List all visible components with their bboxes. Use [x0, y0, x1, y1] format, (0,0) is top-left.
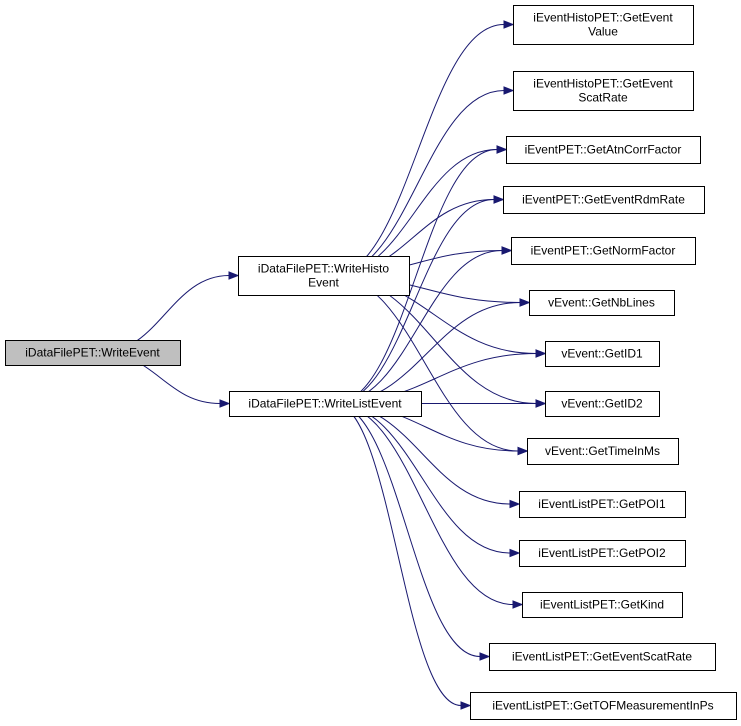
node-get-event-rdm-rate[interactable]: iEventPET::GetEventRdmRate [503, 186, 705, 214]
node-label-line: iEventListPET::GetTOFMeasurementInPs [492, 699, 713, 713]
node-label-line: iDataFilePET::WriteEvent [25, 346, 160, 360]
node-get-atn-corr-factor[interactable]: iEventPET::GetAtnCorrFactor [506, 136, 701, 164]
node-label-line: iEventListPET::GetPOI1 [538, 497, 666, 511]
node-box [5, 340, 181, 366]
node-box [545, 341, 660, 367]
edge-write-list-event-to-get-poi1 [334, 403, 521, 509]
edge-line [334, 403, 481, 657]
edge-write-list-event-to-get-poi2 [334, 403, 521, 558]
node-label-line: iEventListPET::GetEventScatRate [512, 650, 692, 664]
node-box [470, 692, 737, 720]
edge-write-list-event-to-get-atn-corr-factor [334, 145, 508, 404]
node-box [513, 5, 694, 45]
arrowhead [535, 349, 547, 358]
node-label-line: Value [588, 25, 618, 39]
node-box [238, 256, 410, 296]
node-box [506, 136, 701, 164]
edge-line [334, 149, 498, 404]
node-label-line: iEventHistoPET::GetEvent [533, 77, 673, 91]
node-label-line: vEvent::GetNbLines [548, 296, 655, 310]
node-box [489, 643, 716, 671]
node-label-line: iDataFilePET::WriteListEvent [248, 397, 402, 411]
arrowhead [503, 20, 515, 29]
edge-line [332, 24, 505, 276]
edge-line [334, 199, 495, 404]
node-write-list-event[interactable]: iDataFilePET::WriteListEvent [229, 391, 422, 417]
edge-line [334, 403, 514, 605]
edge-write-list-event-to-get-kind [334, 403, 524, 609]
arrowhead [219, 399, 231, 408]
node-box [511, 237, 696, 265]
edge-write-histo-event-to-histo-get-event-scat-rate [332, 86, 515, 276]
node-get-poi2[interactable]: iEventListPET::GetPOI2 [519, 540, 686, 567]
node-write-event[interactable]: iDataFilePET::WriteEvent [5, 340, 181, 366]
arrowhead [460, 701, 472, 710]
node-box [529, 290, 675, 316]
edge-write-histo-event-to-get-time-in-ms [332, 275, 529, 456]
node-get-time-in-ms[interactable]: vEvent::GetTimeInMs [527, 438, 679, 465]
arrowhead [512, 600, 524, 609]
node-box [513, 71, 694, 111]
node-box [522, 592, 683, 618]
node-box [503, 186, 705, 214]
node-get-tof-measurement-in-ps[interactable]: iEventListPET::GetTOFMeasurementInPs [470, 692, 737, 720]
arrowhead [496, 145, 508, 154]
node-get-kind[interactable]: iEventListPET::GetKind [522, 592, 683, 618]
arrowhead [509, 548, 521, 558]
node-label-line: vEvent::GetID2 [561, 397, 643, 411]
arrowhead [501, 246, 513, 255]
node-histo-get-event-scat-rate[interactable]: iEventHistoPET::GetEventScatRate [513, 71, 694, 111]
node-label-line: vEvent::GetTimeInMs [545, 444, 660, 458]
node-box [229, 391, 422, 417]
node-label-line: iEventPET::GetNormFactor [531, 244, 676, 258]
node-label-line: Event [308, 276, 339, 290]
node-box [519, 491, 686, 518]
node-get-id1[interactable]: vEvent::GetID1 [545, 341, 660, 367]
edge-write-list-event-to-get-tof-measurement-in-ps [334, 403, 472, 710]
node-box [519, 540, 686, 567]
nodes-layer: iDataFilePET::WriteEventiDataFilePET::Wr… [5, 5, 737, 720]
arrowhead [517, 446, 529, 456]
arrowhead [535, 399, 547, 408]
arrowhead [519, 298, 531, 307]
node-label-line: ScatRate [578, 91, 628, 105]
node-list-get-event-scat-rate[interactable]: iEventListPET::GetEventScatRate [489, 643, 716, 671]
node-box [545, 391, 660, 417]
node-get-poi1[interactable]: iEventListPET::GetPOI1 [519, 491, 686, 518]
node-label-line: vEvent::GetID1 [561, 347, 643, 361]
edge-line [332, 90, 505, 276]
arrowhead [493, 195, 505, 204]
arrowhead [228, 271, 240, 280]
edge-line [334, 403, 462, 706]
node-label-line: iDataFilePET::WriteHisto [258, 262, 389, 276]
node-label-line: iEventListPET::GetPOI2 [538, 546, 666, 560]
node-label-line: iEventListPET::GetKind [540, 598, 664, 612]
node-box [527, 438, 679, 465]
edge-write-list-event-to-list-get-event-scat-rate [334, 403, 491, 661]
arrowhead [479, 652, 491, 661]
node-label-line: iEventPET::GetEventRdmRate [522, 193, 685, 207]
edge-line [334, 302, 521, 404]
arrowhead [509, 499, 521, 509]
node-label-line: iEventPET::GetAtnCorrFactor [525, 143, 682, 157]
arrowhead [503, 86, 515, 95]
edge-write-histo-event-to-histo-get-event-value [332, 20, 515, 276]
edge-line [332, 275, 519, 452]
node-get-nb-lines[interactable]: vEvent::GetNbLines [529, 290, 675, 316]
node-get-norm-factor[interactable]: iEventPET::GetNormFactor [511, 237, 696, 265]
node-get-id2[interactable]: vEvent::GetID2 [545, 391, 660, 417]
node-label-line: iEventHistoPET::GetEvent [533, 11, 673, 25]
